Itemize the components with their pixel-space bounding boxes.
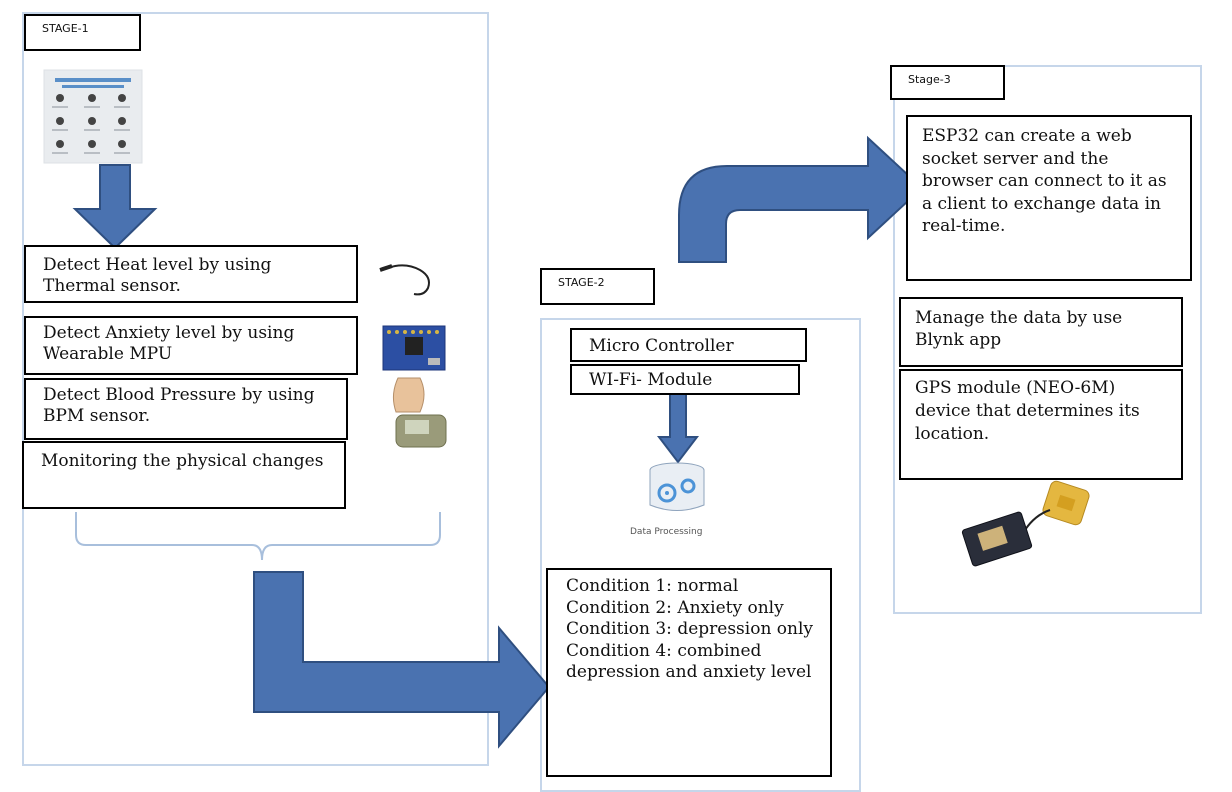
conditions-box: Condition 1: normal Condition 2: Anxiety… (546, 568, 832, 777)
stage-1-label: STAGE-1 (24, 14, 141, 51)
down-arrow-stage1 (72, 164, 158, 250)
blynk-box: Manage the data by use Blynk app (899, 297, 1183, 367)
wifi-module-box: WI-Fi- Module (570, 364, 800, 395)
esp32-box: ESP32 can create a web socket server and… (906, 115, 1192, 281)
thermal-sensor-image (379, 264, 430, 296)
data-processing-icon (649, 462, 705, 511)
condition-1: Condition 1: normal (566, 576, 739, 596)
heat-level-box: Detect Heat level by using Thermal senso… (24, 245, 358, 303)
stage-2-label: STAGE-2 (540, 268, 655, 305)
data-processing-label: Data Processing (630, 527, 703, 537)
down-arrow-stage2 (656, 392, 700, 464)
mpu-sensor-image (382, 325, 446, 371)
physical-changes-box: Monitoring the physical changes (22, 441, 346, 509)
curved-arrow-to-stage3 (678, 135, 924, 263)
gps-box: GPS module (NEO-6M) device that determin… (899, 369, 1183, 480)
condition-3: Condition 3: depression only (566, 619, 814, 639)
bp-monitor-image (392, 377, 447, 448)
blood-pressure-box: Detect Blood Pressure by using BPM senso… (24, 378, 348, 440)
depression-poster-image (43, 69, 143, 164)
anxiety-level-box: Detect Anxiety level by using Wearable M… (24, 316, 358, 375)
condition-2: Condition 2: Anxiety only (566, 597, 784, 618)
l-arrow-to-stage2 (253, 571, 551, 749)
gps-module-image (961, 480, 1090, 567)
curly-brace (75, 512, 441, 561)
stage-3-label: Stage-3 (890, 65, 1005, 100)
condition-4: Condition 4: combined depression and anx… (566, 640, 812, 683)
micro-controller-box: Micro Controller (570, 328, 807, 362)
